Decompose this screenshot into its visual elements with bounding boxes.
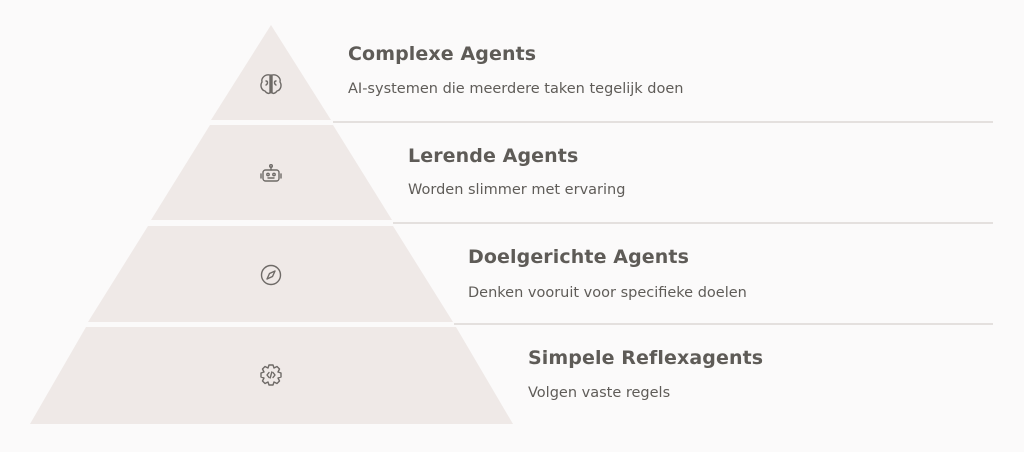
tier-1-title: Complexe Agents (348, 43, 537, 65)
tier-2-description: Worden slimmer met ervaring (408, 182, 626, 198)
tier-4-title: Simpele Reflexagents (528, 347, 764, 369)
gear-code-icon (260, 364, 282, 386)
brain-icon (260, 74, 282, 95)
divider-3 (454, 323, 993, 325)
tier-1-description: AI-systemen die meerdere taken tegelijk … (348, 81, 684, 97)
tier-2-title: Lerende Agents (408, 145, 579, 167)
pyramid-tier-3 (88, 226, 453, 322)
tier-4-description: Volgen vaste regels (528, 385, 671, 401)
robot-icon (260, 163, 282, 182)
pyramid-tier-2 (151, 125, 392, 220)
pyramid-tier-1 (211, 25, 331, 120)
tier-3-description: Denken vooruit voor specifieke doelen (468, 285, 747, 301)
tier-3-title: Doelgerichte Agents (468, 246, 689, 268)
divider-2 (393, 222, 993, 224)
compass-icon (260, 264, 282, 286)
divider-1 (333, 121, 993, 123)
